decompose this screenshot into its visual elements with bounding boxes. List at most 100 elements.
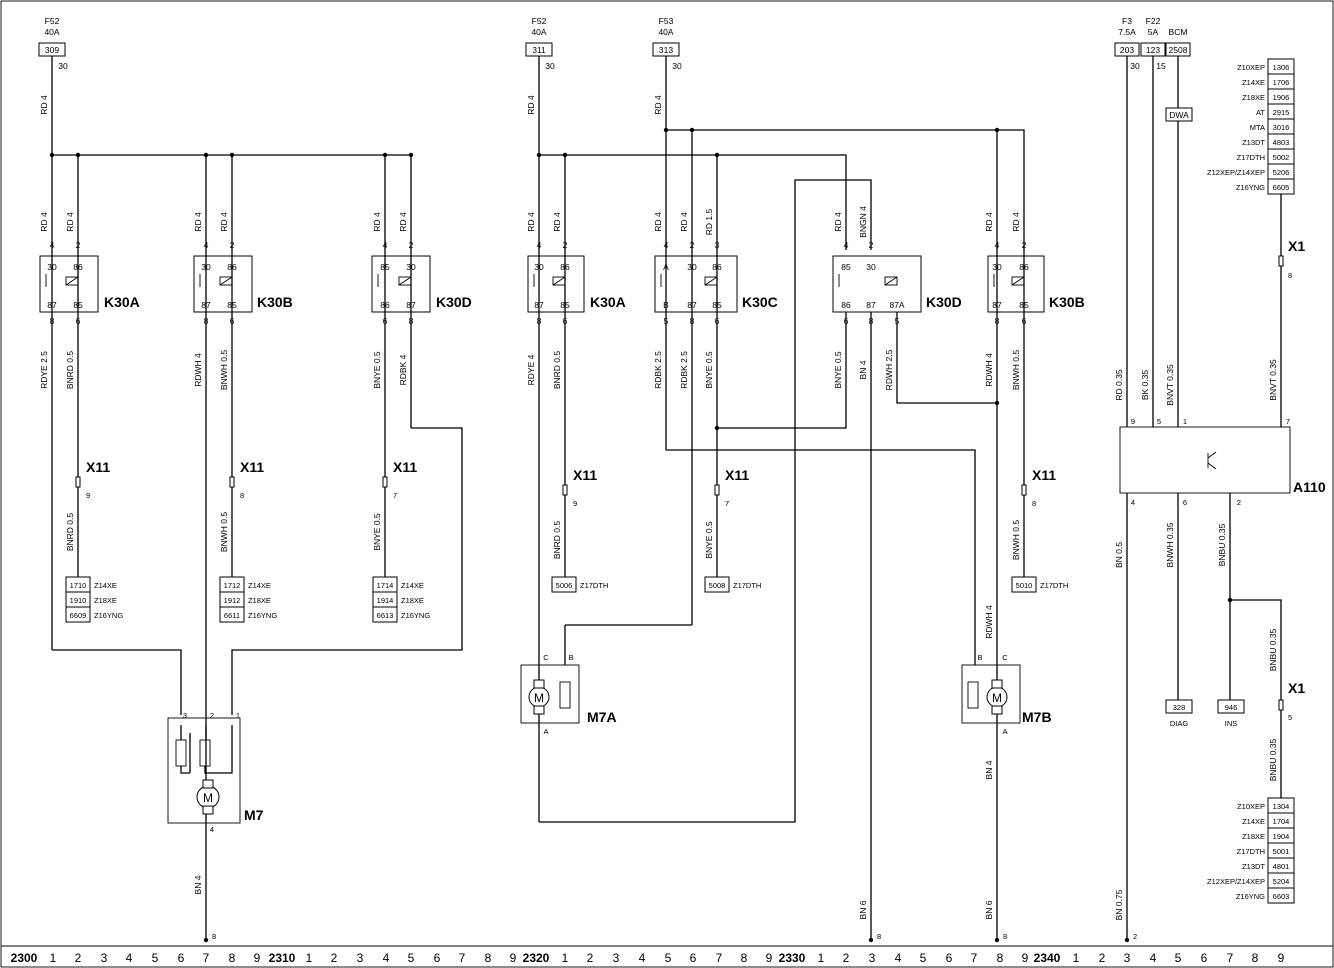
relay-outline xyxy=(39,255,99,313)
ruler-number: 6 xyxy=(178,951,185,965)
fuse-ref: 203 xyxy=(1120,45,1134,55)
wire-label: RDWH 2.5 xyxy=(884,349,894,390)
x11-pin: 9 xyxy=(573,499,577,508)
relay-coil xyxy=(219,276,233,286)
wire xyxy=(539,154,847,250)
x11-connector xyxy=(562,484,568,496)
wire-label: BN 0.75 xyxy=(1114,889,1124,920)
m7-brush xyxy=(202,805,214,815)
ins-ref-box xyxy=(1217,699,1245,714)
relay-coil xyxy=(1011,276,1025,286)
ruler-number: 8 xyxy=(997,951,1004,965)
relay-id: K30D xyxy=(926,294,962,310)
ruler-number: 2 xyxy=(587,951,594,965)
fuse-pin: 15 xyxy=(1156,61,1166,71)
relay-pin: 85 xyxy=(73,300,83,310)
x11-pin: 8 xyxy=(1032,499,1036,508)
relay-ext-pin: 2 xyxy=(869,240,874,250)
ref-table-cell xyxy=(704,576,730,593)
engine-variant: Z16YNG xyxy=(1236,892,1265,901)
ruler-number: 5 xyxy=(408,951,415,965)
ruler-number: 2330 xyxy=(779,951,806,965)
ruler-number: 7 xyxy=(1227,951,1234,965)
m7-box xyxy=(167,717,241,824)
wire xyxy=(52,649,182,715)
a110-pin: 5 xyxy=(1157,417,1161,426)
wire-label: RD 4 xyxy=(552,212,562,232)
engine-code: 2915 xyxy=(1273,108,1290,117)
wire xyxy=(717,312,847,429)
engine-code: 1904 xyxy=(1273,832,1290,841)
relay-ext-pin: 8 xyxy=(537,316,542,326)
junction-dot xyxy=(714,425,720,431)
ruler-number: 7 xyxy=(203,951,210,965)
wire-label: BNVT 0.35 xyxy=(1165,364,1175,406)
x11-connector xyxy=(1021,484,1027,496)
m7a-box xyxy=(520,664,580,724)
x11-connector xyxy=(229,476,235,488)
ruler-number: 2320 xyxy=(523,951,550,965)
engine-variant: Z17DTH xyxy=(1237,153,1265,162)
relay-id: K30B xyxy=(257,294,293,310)
x11-label: X11 xyxy=(86,459,110,475)
wire-label: BNRD 0.5 xyxy=(552,351,562,390)
wire-label: BNBU 0.35 xyxy=(1217,523,1227,566)
engine-variant: Z14XE xyxy=(248,581,271,590)
ruler-number: 4 xyxy=(1150,951,1157,965)
relay-ext-pin: 6 xyxy=(1022,316,1027,326)
relay-ext-pin: 4 xyxy=(844,240,849,250)
engine-variant: Z17DTH xyxy=(580,581,608,590)
relay-outline xyxy=(193,255,253,313)
wire-label: BN 0.5 xyxy=(1114,542,1124,568)
junction-dot xyxy=(994,937,1000,943)
ins-ref: 946 xyxy=(1225,703,1238,712)
m7a-brush xyxy=(533,705,545,715)
ruler-number: 3 xyxy=(869,951,876,965)
a110-pin: 1 xyxy=(1183,417,1187,426)
ins-label: INS xyxy=(1225,719,1238,728)
engine-code: 5206 xyxy=(1273,168,1290,177)
relay-ext-pin: 2 xyxy=(690,240,695,250)
motor-m: M xyxy=(992,691,1002,705)
ref-code: 1914 xyxy=(377,596,394,605)
wire-label: RD 1.5 xyxy=(704,209,714,236)
ref-table-cell xyxy=(372,606,398,623)
relay-outline xyxy=(832,255,922,313)
engine-code: 6605 xyxy=(1273,183,1290,192)
wire-label: RD 4 xyxy=(653,212,663,232)
fuse-pin: 30 xyxy=(1130,61,1140,71)
wire-label: RD 4 xyxy=(219,212,229,232)
relay-ext-pin: 6 xyxy=(563,316,568,326)
motor-m: M xyxy=(534,691,544,705)
ruler-number: 9 xyxy=(254,951,261,965)
ruler-number: 8 xyxy=(229,951,236,965)
m7-label: M7 xyxy=(244,807,264,823)
ruler-number: 7 xyxy=(971,951,978,965)
ref-code: 6613 xyxy=(377,611,394,620)
engine-code: 1706 xyxy=(1273,78,1290,87)
m7-resistor xyxy=(175,739,187,767)
x11-label: X11 xyxy=(573,467,597,483)
relay-ext-pin: 6 xyxy=(230,316,235,326)
wire xyxy=(180,766,190,774)
wire-label: BNWH 0.5 xyxy=(219,350,229,390)
engine-code: 5204 xyxy=(1273,877,1290,886)
dwa-label: DWA xyxy=(1169,110,1189,120)
m7a-label: M7A xyxy=(587,709,617,725)
relay-coil xyxy=(398,276,412,286)
ref-code: 6609 xyxy=(70,611,87,620)
engine-variant: Z14XE xyxy=(94,581,117,590)
ruler-number: 6 xyxy=(690,951,697,965)
wire xyxy=(231,427,463,715)
relay-pin: 87 xyxy=(534,300,544,310)
engine-code: 3016 xyxy=(1273,123,1290,132)
m7a-pin: B xyxy=(568,653,573,662)
junction-dot xyxy=(994,400,1000,406)
wire-label: RDWH 4 xyxy=(984,605,994,639)
ruler-number: 6 xyxy=(946,951,953,965)
relay-pin: A xyxy=(663,262,669,272)
wire-label: BNBU 0.35 xyxy=(1268,628,1278,671)
ruler-number: 6 xyxy=(434,951,441,965)
relay-ext-pin: 8 xyxy=(50,316,55,326)
engine-variant: Z14XE xyxy=(1242,817,1265,826)
